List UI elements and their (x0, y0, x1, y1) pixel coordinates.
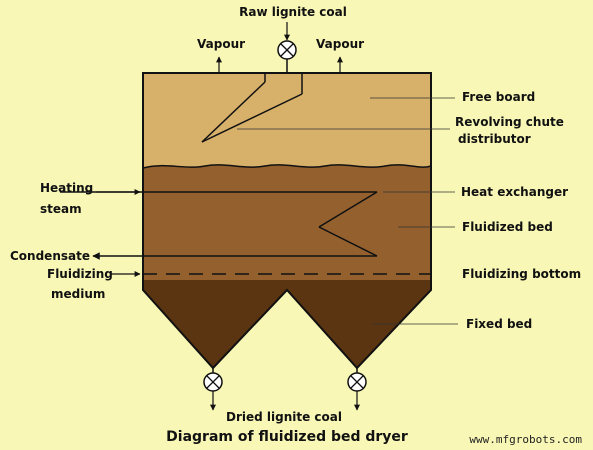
fluidizing-label-line2: medium (51, 287, 105, 301)
vapour-left-label: Vapour (197, 37, 245, 51)
watermark: www.mfgrobots.com (469, 433, 582, 446)
free-board-label: Free board (462, 90, 535, 104)
fluidizing-bottom-label: Fluidizing bottom (462, 267, 581, 281)
heat-exchanger-label: Heat exchanger (461, 185, 568, 199)
chute-label-line2: distributor (458, 132, 531, 146)
heating-label-line1: Heating (40, 181, 93, 195)
vessel-outline (142, 72, 432, 370)
fixed-bed-zone (143, 280, 431, 368)
fixed-bed-label: Fixed bed (466, 317, 532, 331)
dried-coal-label: Dried lignite coal (226, 410, 342, 424)
fluidized-bed-label: Fluidized bed (462, 220, 553, 234)
chute-label-line1: Revolving chute (455, 115, 564, 129)
diagram-caption: Diagram of fluidized bed dryer (166, 429, 408, 445)
leader-lines (237, 97, 458, 325)
free-board-zone (143, 73, 431, 173)
fluidized-bed-zone (143, 164, 431, 280)
bed-surface-line (142, 164, 432, 169)
raw-coal-label: Raw lignite coal (239, 5, 347, 19)
discharge-valve-right-icon (347, 372, 367, 392)
heating-label-line2: steam (40, 202, 82, 216)
discharge-valve-left-icon (203, 372, 223, 392)
vapour-right-label: Vapour (316, 37, 364, 51)
revolving-chute-distributor (201, 73, 303, 143)
fluidizing-label-line1: Fluidizing (47, 267, 113, 281)
feed-valve-icon (277, 40, 297, 60)
condensate-label: Condensate (10, 249, 90, 263)
